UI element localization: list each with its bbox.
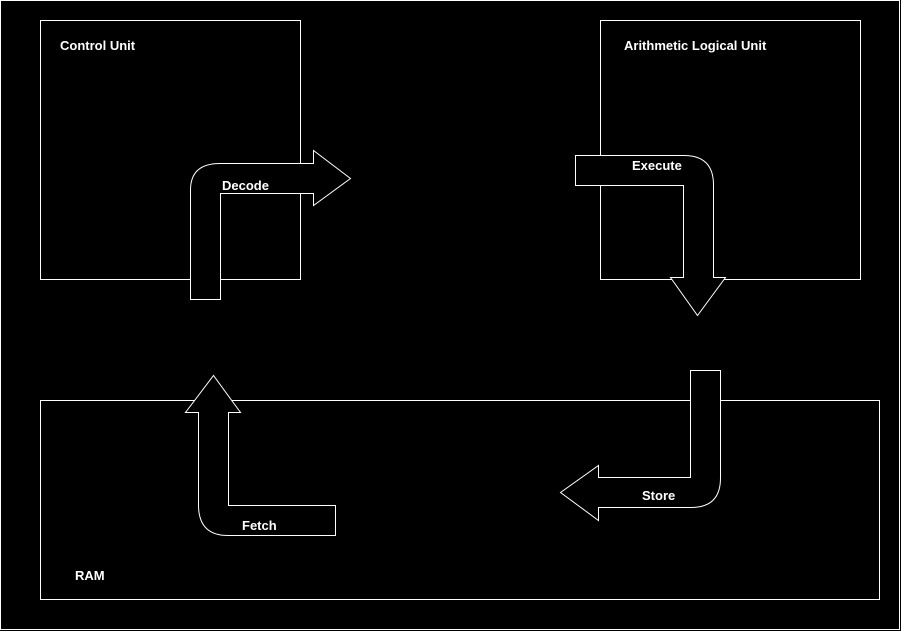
ram-box[interactable]	[40, 400, 880, 600]
store-label: Store	[642, 488, 675, 503]
decode-label: Decode	[222, 178, 269, 193]
alu-label: Arithmetic Logical Unit	[624, 38, 767, 53]
fetch-label: Fetch	[242, 518, 277, 533]
alu-box[interactable]	[600, 20, 861, 280]
control-unit-box[interactable]	[40, 20, 301, 280]
store-arrow[interactable]	[559, 370, 721, 522]
execute-arrow[interactable]	[575, 155, 727, 317]
execute-label: Execute	[632, 158, 682, 173]
fetch-arrow[interactable]	[184, 374, 336, 536]
decode-arrow[interactable]	[190, 149, 352, 300]
control-unit-label: Control Unit	[60, 38, 136, 53]
ram-label: RAM	[75, 568, 105, 583]
